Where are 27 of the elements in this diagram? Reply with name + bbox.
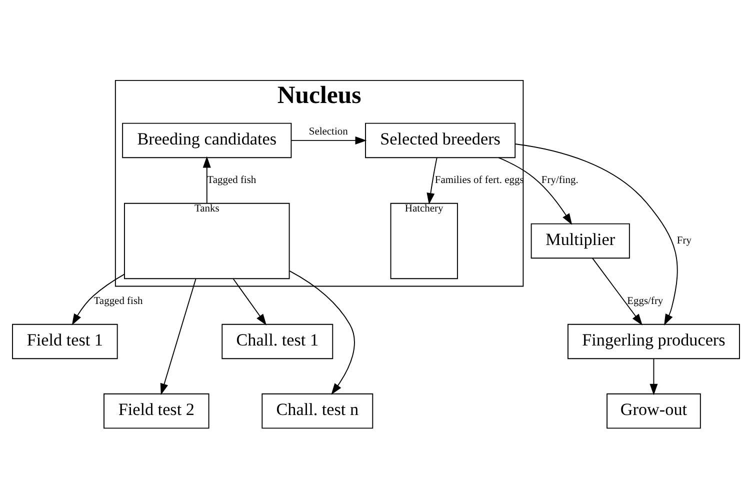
arrow — [514, 144, 678, 326]
arrow — [426, 157, 438, 204]
node-box: Tanks — [124, 202, 290, 280]
node-box: Fingerling producers — [568, 324, 740, 360]
arrow — [498, 157, 572, 225]
node-box: Selected breeders — [365, 122, 516, 158]
arrow — [289, 270, 355, 395]
arrow — [72, 274, 125, 326]
arrow — [160, 278, 196, 396]
edge-label: Fry — [676, 236, 692, 247]
arrow — [291, 136, 367, 144]
node-box: Multiplier — [530, 223, 630, 259]
node-box: Hatchery — [390, 202, 458, 280]
node-box: Breeding candidates — [122, 122, 292, 158]
edge-label: Tagged fish — [94, 296, 143, 308]
edge-label: Fry/fing. — [541, 175, 578, 186]
node-box: Field test 2 — [104, 393, 210, 429]
node-box: Chall. test n — [262, 393, 374, 429]
arrow — [650, 358, 658, 396]
edge-label: Selection — [308, 126, 348, 138]
node-box: Grow-out — [606, 393, 701, 429]
node-box: Field test 1 — [12, 324, 118, 360]
node-box: Chall. test 1 — [222, 324, 334, 360]
arrow — [232, 278, 267, 326]
arrow — [202, 156, 211, 204]
arrow — [592, 258, 642, 326]
edge-label: Eggs/fry — [627, 296, 664, 308]
